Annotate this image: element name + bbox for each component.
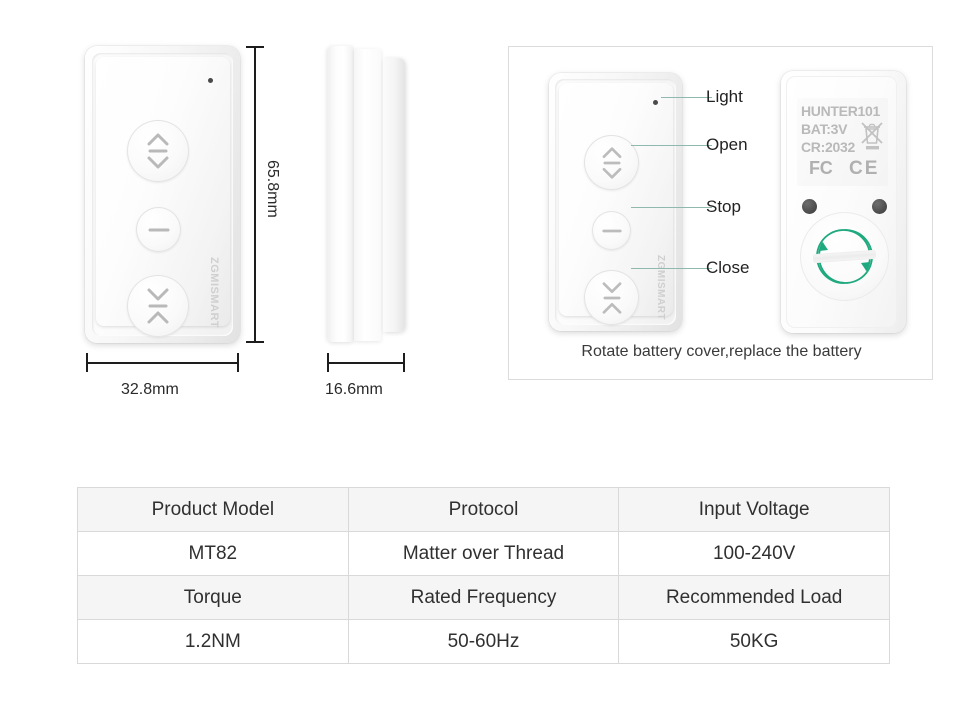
close-button[interactable] [127, 275, 189, 337]
open-button[interactable] [584, 135, 639, 190]
width-dimension-label: 32.8mm [121, 381, 179, 398]
remote-front-bezel: ZGMISMART [92, 53, 233, 337]
close-button[interactable] [584, 270, 639, 325]
table-header-recommended-load: Recommended Load [618, 575, 890, 620]
stop-button[interactable] [136, 207, 181, 252]
open-button[interactable] [127, 120, 189, 182]
table-header-rated-frequency: Rated Frequency [347, 575, 620, 620]
table-value-rated-frequency: 50-60Hz [347, 619, 620, 664]
callout-label-stop: Stop [706, 197, 741, 216]
screw-dot-right [872, 199, 887, 214]
table-value-product-model: MT82 [77, 531, 349, 576]
remote-front-faceplate: ZGMISMART [96, 57, 230, 337]
table-value-protocol: Matter over Thread [347, 531, 620, 576]
table-row: MT82 Matter over Thread 100-240V [77, 531, 890, 576]
brand-logo-panel: ZGMISMART [655, 255, 666, 321]
close-chevrons-icon [602, 281, 621, 314]
table-header-input-voltage: Input Voltage [618, 487, 890, 532]
battery-panel-caption: Rotate battery cover,replace the battery [581, 343, 862, 360]
table-header-product-model: Product Model [77, 487, 349, 532]
battery-cover[interactable] [800, 212, 889, 301]
back-label-model: HUNTER101 [801, 103, 880, 119]
stop-button[interactable] [592, 211, 631, 250]
open-chevrons-icon [602, 146, 621, 179]
battery-replacement-panel: ZGMISMART Light Open Stop Close HUNTER10… [508, 46, 933, 380]
led-indicator [653, 100, 658, 105]
remote-side-shell [327, 46, 353, 342]
callout-label-open: Open [706, 135, 748, 154]
brand-logo-front: ZGMISMART [208, 257, 220, 329]
weee-bin-icon [861, 122, 883, 150]
table-value-torque: 1.2NM [77, 619, 349, 664]
callout-label-light: Light [706, 87, 743, 106]
fcc-mark: FC [809, 158, 833, 178]
table-value-recommended-load: 50KG [618, 619, 890, 664]
table-header-protocol: Protocol [347, 487, 620, 532]
thickness-dimension-label: 16.6mm [325, 381, 383, 398]
back-label-battery-type: CR:2032 [801, 139, 855, 155]
table-row: 1.2NM 50-60Hz 50KG [77, 619, 890, 664]
stop-bar-icon [148, 228, 169, 231]
callout-line-light [661, 97, 712, 98]
stop-bar-icon [601, 229, 622, 232]
table-row: Torque Rated Frequency Recommended Load [77, 575, 890, 620]
callout-label-close: Close [706, 258, 750, 277]
remote-back-surface: HUNTER101 BAT:3V CR:2032 FC [786, 76, 897, 328]
remote-front-shell: ZGMISMART [85, 46, 240, 343]
back-label-battery-voltage: BAT:3V [801, 121, 848, 137]
ce-mark: CE [849, 158, 880, 179]
close-chevrons-icon [147, 288, 169, 324]
table-value-input-voltage: 100-240V [618, 531, 890, 576]
callout-line-close [631, 268, 712, 269]
open-chevrons-icon [147, 133, 169, 169]
height-dimension-label: 65.8mm [264, 160, 281, 218]
table-header-torque: Torque [77, 575, 349, 620]
remote-side-midsection [354, 49, 381, 341]
callout-line-open [631, 145, 712, 146]
led-indicator [208, 78, 213, 83]
back-label-area: HUNTER101 BAT:3V CR:2032 FC [797, 98, 888, 186]
screw-dot-left [802, 199, 817, 214]
callout-line-stop [631, 207, 712, 208]
remote-side-backplate [383, 58, 405, 332]
table-row: Product Model Protocol Input Voltage [77, 487, 890, 532]
specification-table: Product Model Protocol Input Voltage MT8… [77, 487, 890, 664]
